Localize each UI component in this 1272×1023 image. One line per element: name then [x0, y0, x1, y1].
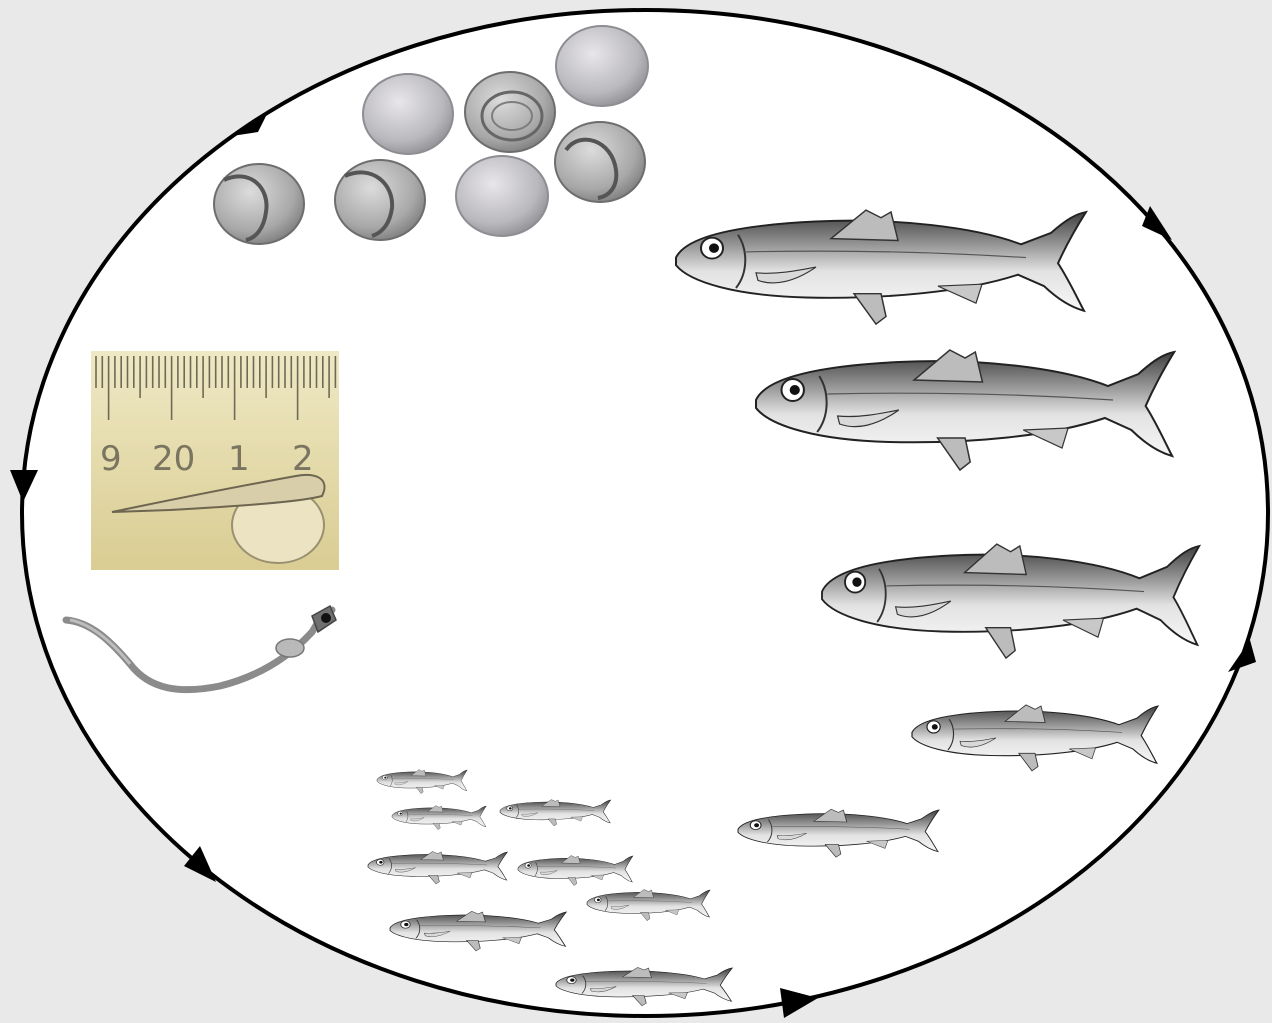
egg	[456, 156, 548, 236]
egg	[555, 122, 645, 202]
egg	[335, 160, 425, 240]
egg	[214, 164, 304, 244]
ruler-label: 1	[228, 439, 250, 479]
egg	[363, 74, 453, 154]
egg	[465, 72, 555, 152]
ruler-label: 9	[100, 439, 122, 479]
ruler-label: 2	[292, 439, 314, 479]
egg	[556, 26, 648, 106]
ruler-label: 20	[152, 439, 195, 479]
yolk-sac-larva-photo: 9 20 1 2	[91, 351, 339, 570]
